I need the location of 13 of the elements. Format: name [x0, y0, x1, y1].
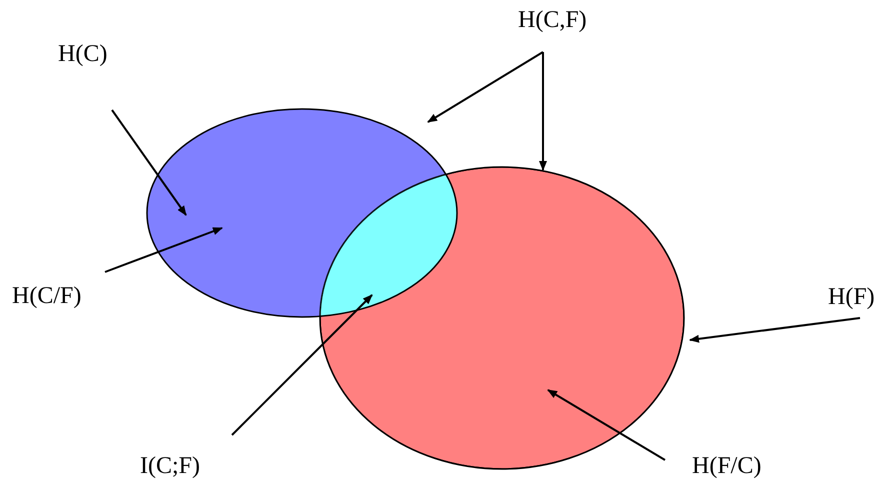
entropy-label: I(C;F): [140, 452, 200, 480]
entropy-label: H(F/C): [692, 452, 762, 480]
leader-arrow: [111, 109, 187, 216]
entropy-label: H(C/F): [12, 282, 82, 310]
entropy-label: H(F): [828, 283, 875, 311]
leader-arrow: [427, 51, 544, 123]
leader-arrow: [104, 227, 223, 273]
entropy-label: H(C,F): [518, 6, 587, 34]
entropy-label: H(C): [58, 40, 108, 68]
leader-arrow: [689, 317, 860, 343]
leader-arrow: [539, 52, 547, 171]
leader-arrow: [231, 294, 373, 436]
leader-arrow: [547, 389, 666, 461]
